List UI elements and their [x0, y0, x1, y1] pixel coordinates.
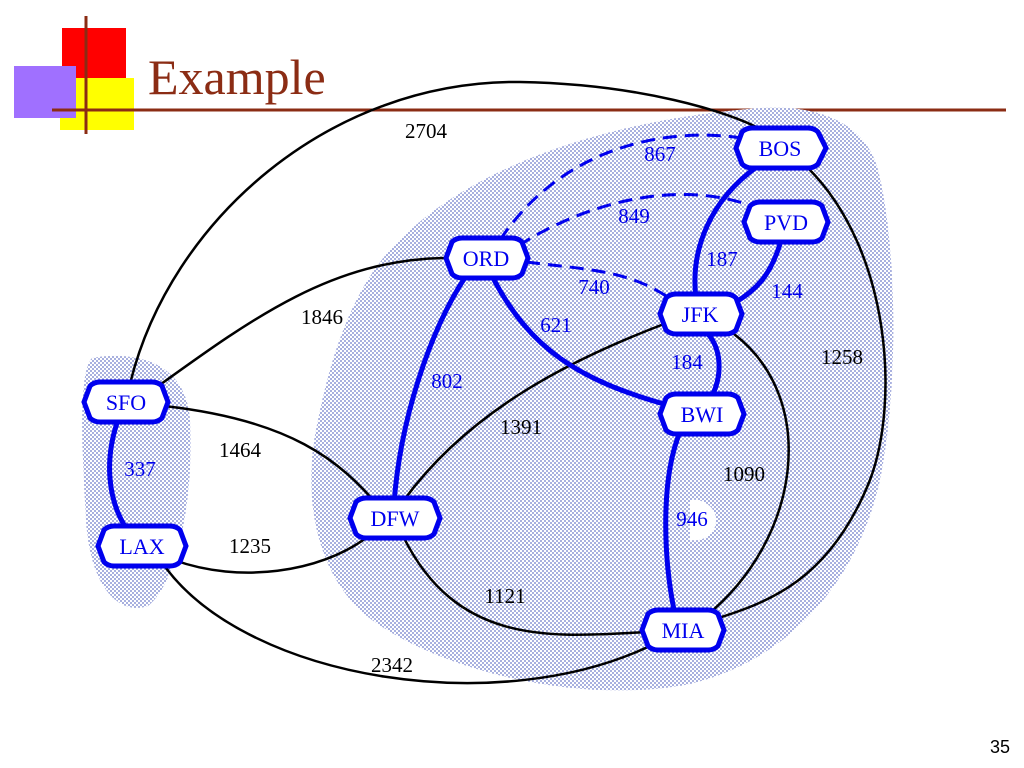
edge-ORD-BOS — [498, 133, 743, 241]
weight-DFW-JFK: 1391 — [500, 415, 542, 439]
weight-ORD-PVD: 849 — [618, 204, 650, 228]
weight-LAX-MIA: 2342 — [371, 653, 413, 677]
node-label-PVD: PVD — [764, 210, 808, 235]
node-ORD[interactable] — [443, 235, 531, 281]
node-label-SFO: SFO — [106, 390, 146, 415]
edge-JFK-BWI — [706, 332, 722, 398]
weight-ORD-BWI: 621 — [540, 313, 572, 337]
weight-BWI-MIA: 946 — [676, 507, 708, 531]
edge-ORD-BWI — [489, 274, 665, 407]
weight-DFW-MIA: 1121 — [484, 584, 525, 608]
edge-DFW-JFK — [402, 322, 665, 501]
edge-ORD-JFK — [525, 260, 673, 302]
edge-JFK-MIA — [705, 333, 790, 617]
node-label-DFW: DFW — [371, 506, 420, 531]
edge-SFO-DFW — [163, 404, 381, 509]
node-DFW[interactable] — [347, 495, 443, 541]
node-label-BOS: BOS — [759, 136, 802, 161]
node-label-BWI: BWI — [681, 402, 724, 427]
weight-DFW-ORD: 802 — [431, 369, 463, 393]
node-BWI[interactable] — [657, 391, 747, 437]
node-JFK[interactable] — [657, 291, 745, 337]
weight-SFO-LAX: 337 — [124, 457, 156, 481]
node-MIA[interactable] — [639, 607, 727, 653]
page-number: 35 — [989, 737, 1010, 757]
slide-title: Example — [148, 49, 326, 105]
weight-BOS-JFK: 187 — [706, 247, 738, 271]
weight-JFK-MIA: 1090 — [723, 462, 765, 486]
edge-LAX-DFW — [173, 536, 367, 574]
edge-DFW-ORD — [391, 274, 469, 505]
node-PVD[interactable] — [741, 199, 831, 245]
edge-BOS-JFK — [692, 163, 760, 299]
weight-PVD-JFK: 144 — [771, 279, 803, 303]
weight-SFO-DFW: 1464 — [219, 438, 262, 462]
edge-BOS-MIA — [711, 167, 887, 622]
weight-SFO-BOS: 2704 — [405, 119, 448, 143]
edge-BWI-MIA — [663, 431, 683, 611]
edge-LAX-MIA — [165, 567, 655, 685]
slide-decoration — [14, 16, 1006, 134]
edge-SFO-ORD — [149, 256, 445, 394]
weight-JFK-BWI: 184 — [671, 350, 703, 374]
node-LAX[interactable] — [95, 523, 189, 569]
edge-SFO-LAX — [107, 419, 129, 530]
edge-SFO-BOS — [128, 80, 763, 385]
node-label-LAX: LAX — [119, 534, 164, 559]
edge-DFW-MIA — [402, 537, 649, 636]
node-label-JFK: JFK — [682, 302, 719, 327]
weight-ORD-JFK: 740 — [578, 275, 610, 299]
weight-ORD-BOS: 867 — [644, 142, 676, 166]
cloud-notch — [690, 499, 716, 541]
node-BOS[interactable] — [733, 125, 829, 171]
edge-PVD-JFK — [734, 243, 783, 305]
weight-BOS-MIA: 1258 — [821, 345, 863, 369]
node-SFO[interactable] — [81, 379, 171, 425]
edge-ORD-PVD — [517, 192, 753, 248]
cloud-east — [311, 107, 894, 691]
weight-LAX-DFW: 1235 — [229, 534, 271, 558]
weight-SFO-ORD: 1846 — [301, 305, 343, 329]
node-label-ORD: ORD — [463, 246, 509, 271]
node-label-MIA: MIA — [662, 618, 705, 643]
